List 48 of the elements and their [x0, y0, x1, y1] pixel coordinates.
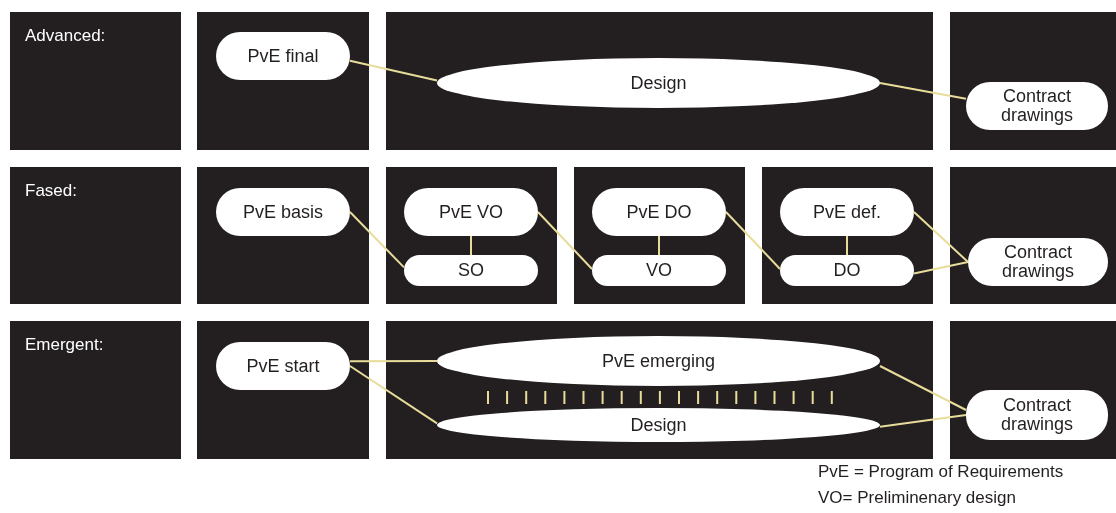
phase-pill: PvE VO: [404, 188, 538, 236]
connector-line: [725, 211, 781, 270]
panel: [10, 167, 181, 304]
panel: [10, 12, 181, 150]
connector-line: [349, 365, 438, 425]
panel: [762, 167, 933, 304]
connector-line: [537, 211, 593, 270]
connector-line: [349, 59, 438, 82]
panel: [386, 167, 557, 304]
connector-line: [913, 211, 969, 263]
panel: [10, 321, 181, 459]
abbreviation-note: VO= Preliminenary design: [818, 487, 1017, 509]
phase-oval: Design: [437, 58, 880, 108]
phase-pill: SO: [404, 255, 538, 286]
panel: [950, 12, 1116, 150]
phase-pill: VO: [592, 255, 726, 286]
row-title: Fased:: [25, 180, 77, 202]
phase-pill: PvE def.: [780, 188, 914, 236]
panel: [950, 167, 1116, 304]
abbreviation-note: PvE = Program of Requirements: [818, 461, 1064, 483]
phase-oval: PvE emerging: [437, 336, 880, 386]
phase-pill: Contract drawings: [966, 82, 1108, 130]
phase-pill: PvE start: [216, 342, 350, 390]
panel: [574, 167, 745, 304]
panel: [197, 167, 369, 304]
phase-pill: Contract drawings: [966, 390, 1108, 440]
connector-line: [879, 414, 967, 428]
panel: [386, 12, 933, 150]
phase-pill: PvE DO: [592, 188, 726, 236]
connector-line: [470, 235, 472, 256]
phase-pill: PvE final: [216, 32, 350, 80]
connector-line: [879, 365, 967, 411]
panel: [386, 321, 933, 459]
row-title: Advanced:: [25, 25, 106, 47]
connector-line: [658, 235, 660, 256]
panel: [197, 12, 369, 150]
connector-line: [349, 360, 438, 363]
panel: [950, 321, 1116, 459]
connector-line: [913, 261, 969, 275]
connector-line: [879, 82, 967, 100]
phase-pill: Contract drawings: [968, 238, 1108, 286]
connector-line: [846, 235, 848, 256]
phase-oval: Design: [437, 408, 880, 442]
phase-pill: PvE basis: [216, 188, 350, 236]
connector-line: [349, 211, 405, 269]
panel: [197, 321, 369, 459]
phase-pill: DO: [780, 255, 914, 286]
row-title: Emergent:: [25, 334, 104, 356]
